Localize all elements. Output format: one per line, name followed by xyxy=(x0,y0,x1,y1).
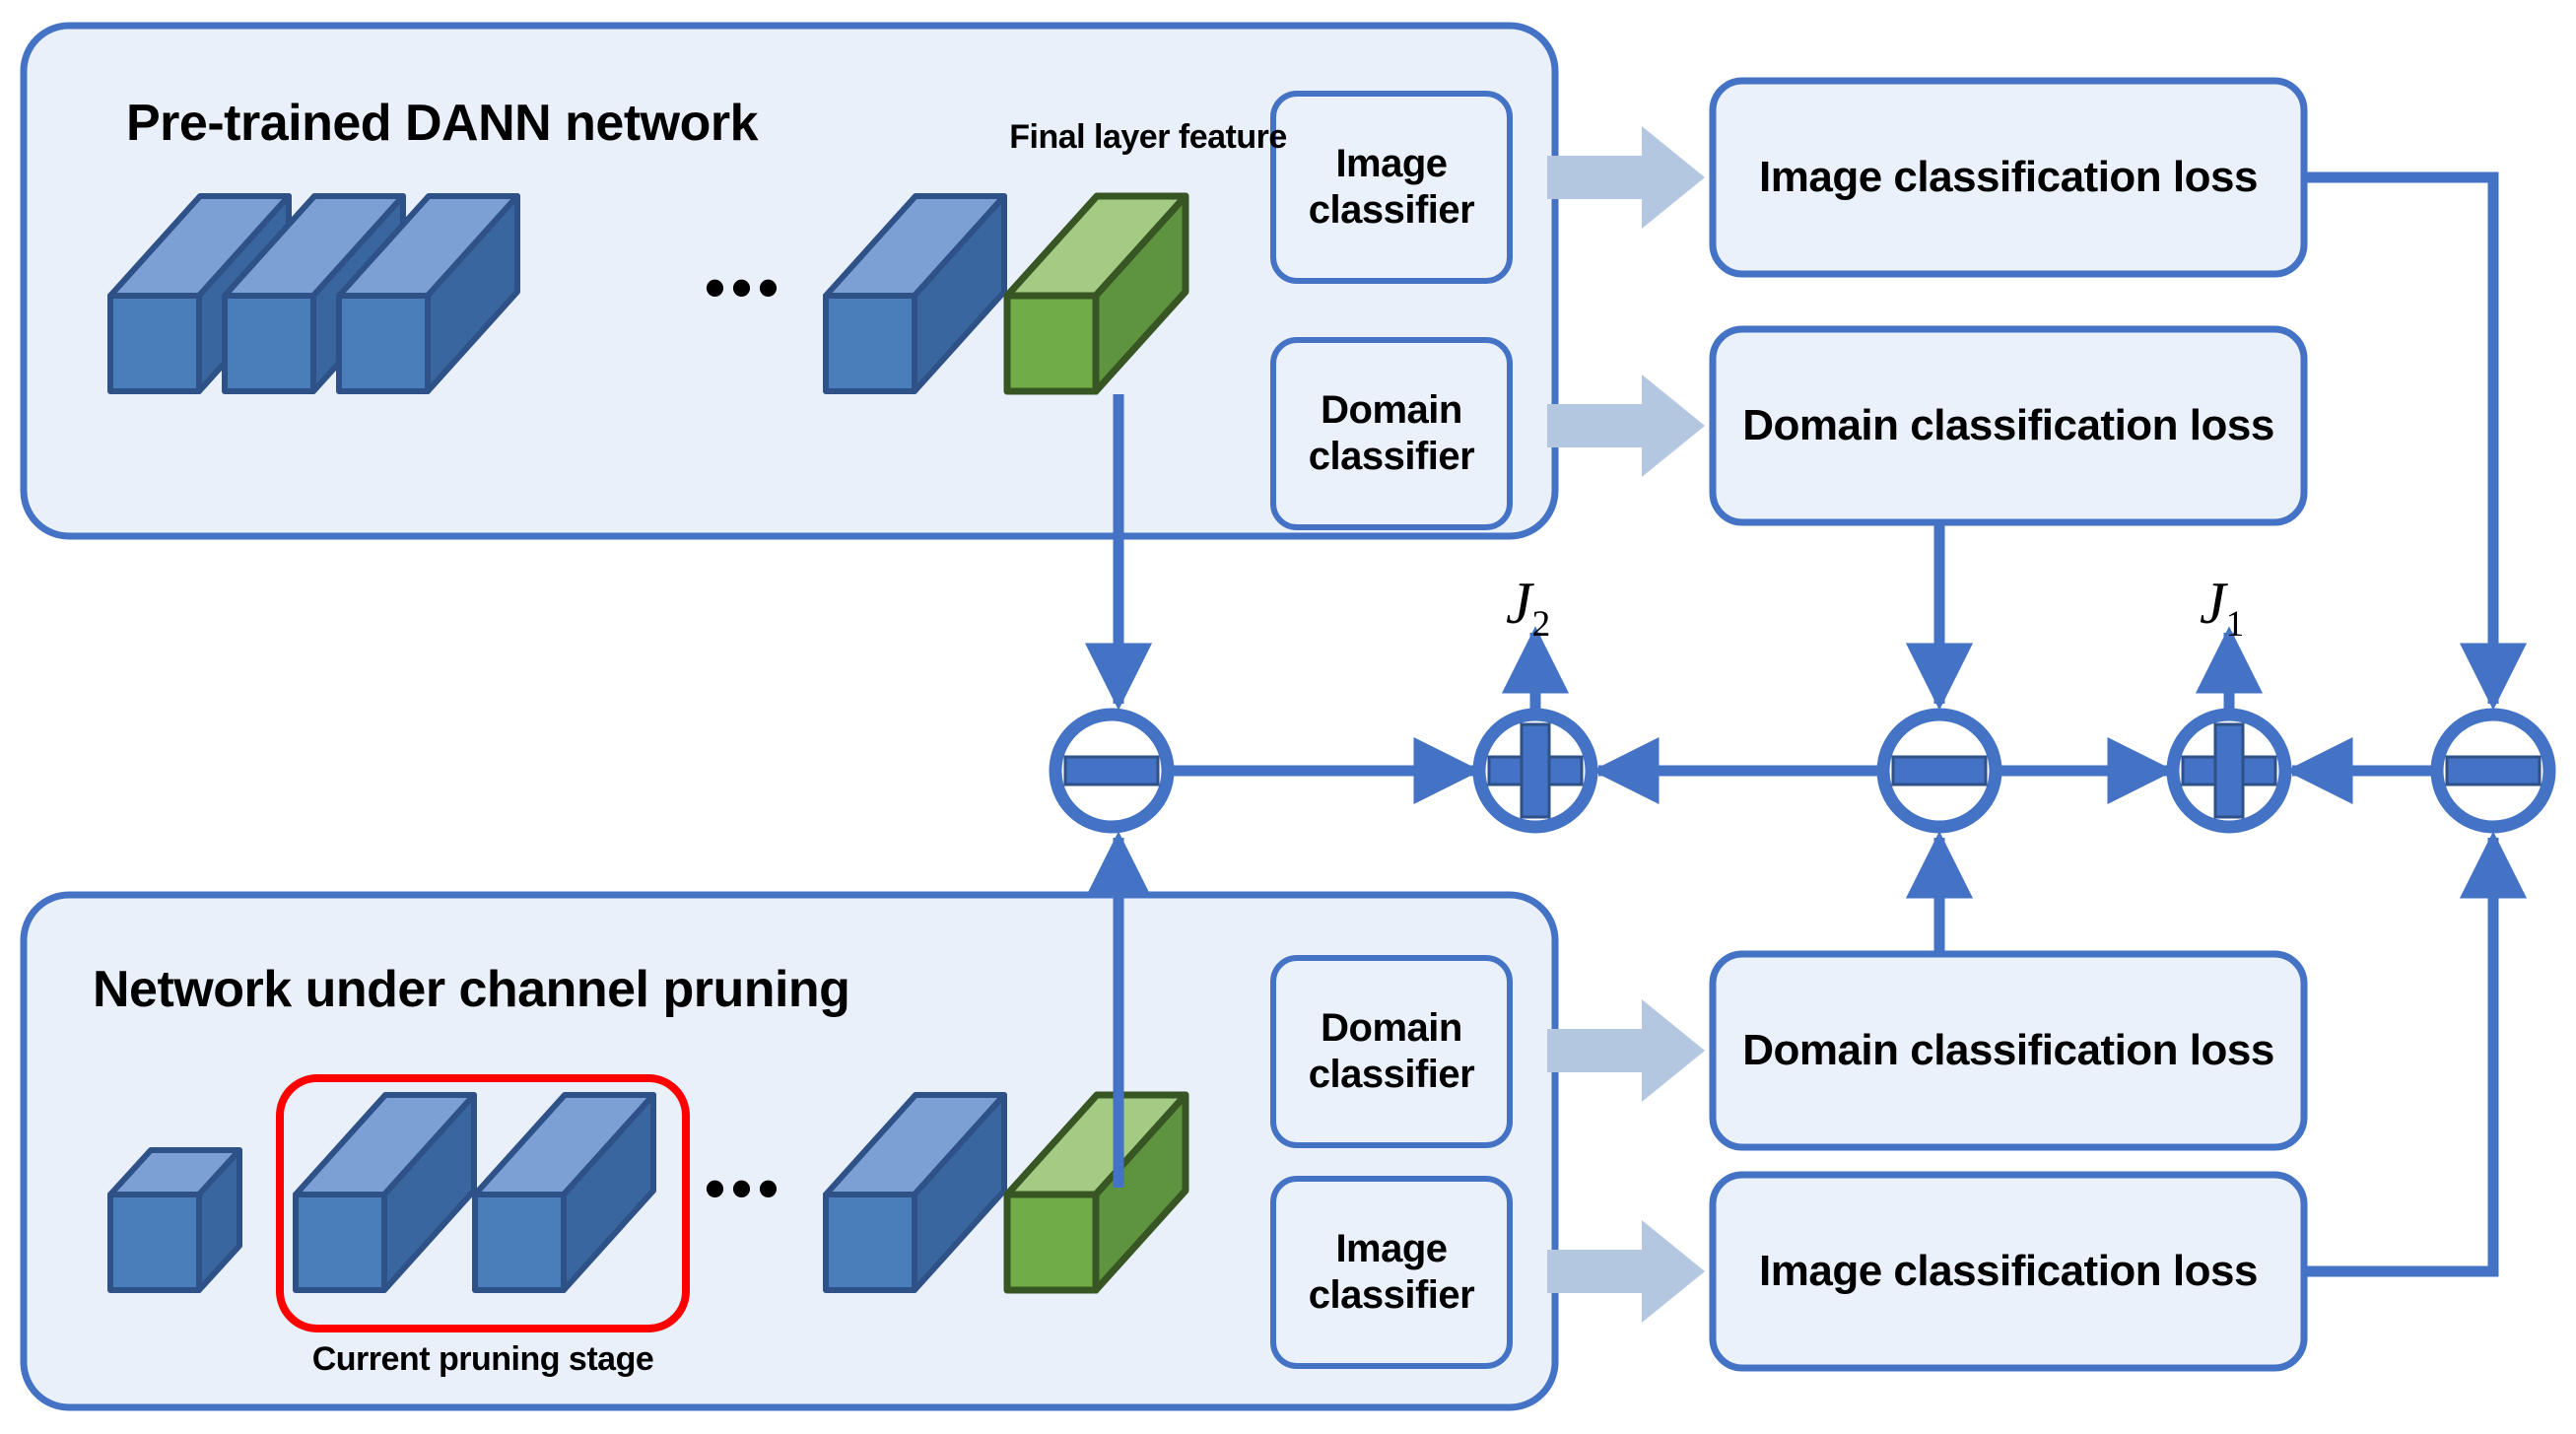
classifier-line-2: classifier xyxy=(1308,188,1475,232)
conv-block-group-bottom xyxy=(107,1074,1189,1332)
final-layer-feature-caption: Final layer feature xyxy=(1009,117,1287,156)
objective-subscript: 2 xyxy=(1531,604,1551,645)
conv-block-pruned xyxy=(107,1147,242,1293)
objective-subscript: 1 xyxy=(2225,604,2245,645)
classifier-line-1: Domain xyxy=(1321,1005,1462,1050)
operator-minus-feature xyxy=(1049,708,1175,834)
ellipsis-icon: ••• xyxy=(705,1155,785,1221)
block-arrow-icon xyxy=(1547,375,1705,477)
box-loss-domain-bottom[interactable] xyxy=(1709,950,2308,1151)
connector-loss-image-top-to-diff xyxy=(2304,171,2528,711)
classifier-line-1: Image xyxy=(1335,141,1448,185)
panel-pretrained xyxy=(20,22,1559,540)
operator-plus-j1 xyxy=(2166,708,2292,834)
objective-base: J xyxy=(1506,571,1532,636)
connector-loss-image-bottom-to-diff xyxy=(2304,831,2528,1277)
operator-plus-j2 xyxy=(1472,708,1598,834)
box-domain-classifier-bottom[interactable] xyxy=(1270,955,1513,1148)
label-image-classifier-top: Image classifier xyxy=(1273,94,1510,281)
box-image-classifier-bottom[interactable] xyxy=(1270,1176,1513,1369)
panel-pruning xyxy=(20,891,1559,1411)
final-layer-feature-block xyxy=(1003,1091,1189,1294)
classifier-line-2: classifier xyxy=(1308,1053,1475,1096)
label-loss-domain-bottom: Domain classification loss xyxy=(1713,954,2304,1147)
classifier-line-2: classifier xyxy=(1308,435,1475,478)
panel-title-pruning: Network under channel pruning xyxy=(93,961,850,1018)
objective-base: J xyxy=(2200,571,2226,636)
conv-block-current-stage xyxy=(293,1092,477,1293)
box-loss-domain-top[interactable] xyxy=(1709,325,2308,526)
operator-minus-domain xyxy=(1876,708,2002,834)
conv-block xyxy=(823,1092,1007,1293)
loss-label: Domain classification loss xyxy=(1742,1026,2274,1075)
loss-label: Image classification loss xyxy=(1759,153,2258,202)
ellipsis-icon: ••• xyxy=(705,254,785,320)
classifier-line-1: Domain xyxy=(1321,387,1462,432)
loss-label: Domain classification loss xyxy=(1742,401,2274,450)
label-loss-image-bottom: Image classification loss xyxy=(1713,1175,2304,1368)
conv-block xyxy=(336,193,520,394)
panel-title-pretrained: Pre-trained DANN network xyxy=(126,95,759,152)
block-arrow-icon xyxy=(1547,999,1705,1102)
label-image-classifier-bottom: Image classifier xyxy=(1273,1179,1510,1366)
label-domain-classifier-top: Domain classifier xyxy=(1273,340,1510,527)
label-loss-image-top: Image classification loss xyxy=(1713,81,2304,274)
conv-block xyxy=(107,193,292,394)
current-pruning-stage-caption: Current pruning stage xyxy=(311,1340,654,1378)
block-arrow-icon xyxy=(1547,1220,1705,1323)
conv-block-group-top xyxy=(107,192,1189,395)
final-layer-feature-block xyxy=(1003,192,1189,395)
objective-label-j1: J1 xyxy=(2200,570,2244,646)
classifier-line-2: classifier xyxy=(1308,1273,1475,1317)
objective-label-j2: J2 xyxy=(1506,570,1550,646)
label-domain-classifier-bottom: Domain classifier xyxy=(1273,958,1510,1145)
operator-minus-image xyxy=(2430,708,2556,834)
current-pruning-stage-highlight xyxy=(276,1074,690,1332)
block-arrow-icon xyxy=(1547,126,1705,229)
classifier-line-1: Image xyxy=(1335,1226,1448,1270)
box-domain-classifier-top[interactable] xyxy=(1270,337,1513,530)
loss-label: Image classification loss xyxy=(1759,1247,2258,1296)
conv-block xyxy=(823,193,1007,394)
conv-block-current-stage xyxy=(472,1092,656,1293)
box-image-classifier-top[interactable] xyxy=(1270,91,1513,284)
label-loss-domain-top: Domain classification loss xyxy=(1713,329,2304,522)
